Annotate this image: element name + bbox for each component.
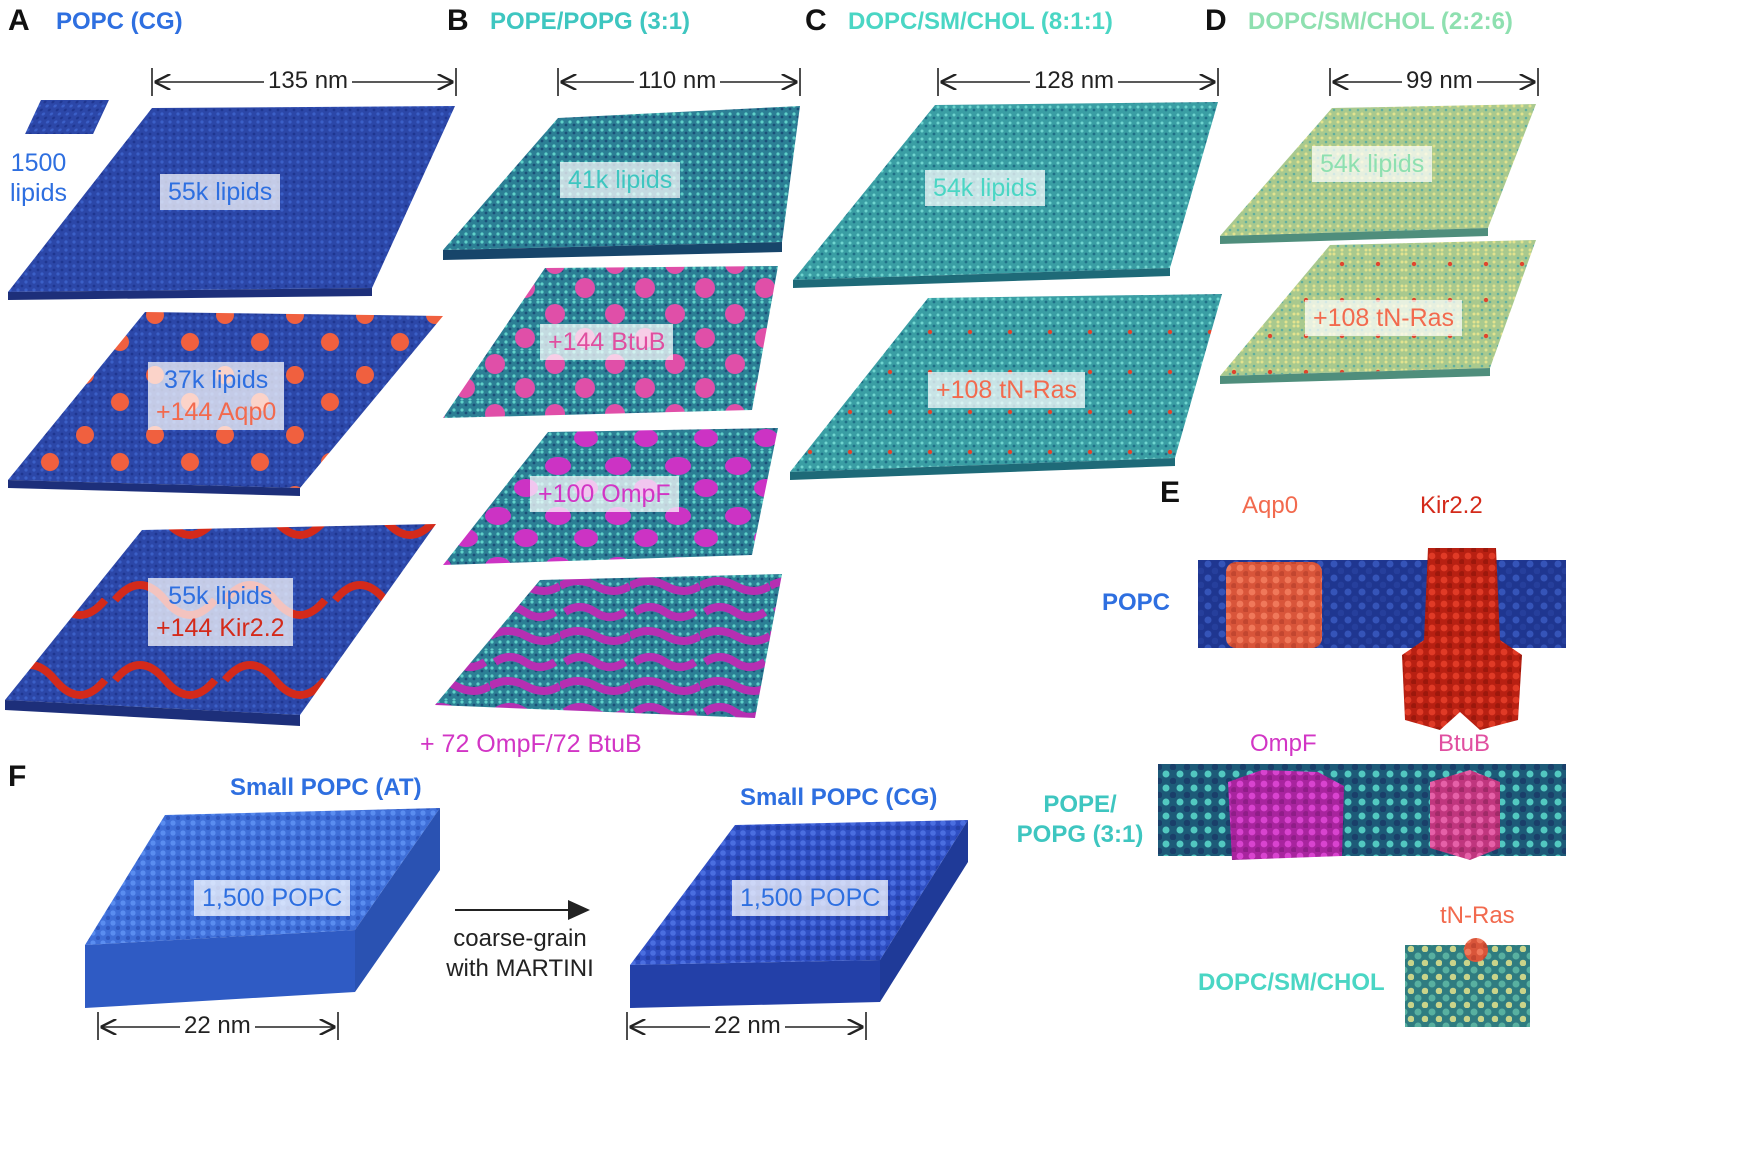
panel-letter-a: A <box>8 4 30 37</box>
kir22-label: Kir2.2 <box>1420 492 1483 519</box>
dopc-row-label: DOPC/SM/CHOL <box>1198 969 1385 996</box>
panel-c-graphics <box>790 102 1222 480</box>
slab-d2-label: +108 tN-Ras <box>1305 300 1463 336</box>
panel-letter-b: B <box>447 4 469 37</box>
panel-letter-f: F <box>8 760 27 793</box>
panel-f-right-title: Small POPC (CG) <box>740 784 938 811</box>
panel-a-title: POPC (CG) <box>56 8 183 35</box>
slab-c1-label: 54k lipids <box>925 170 1046 206</box>
panel-f-left-title: Small POPC (AT) <box>230 774 422 801</box>
ompf-protein <box>1228 770 1344 860</box>
aqp0-protein <box>1226 562 1322 648</box>
dimension-a: 135 nm <box>264 67 353 95</box>
dimension-f-left: 22 nm <box>180 1012 255 1040</box>
pope-popg-strip <box>1158 764 1566 856</box>
dopc-strip <box>1405 945 1530 1027</box>
slab-b4 <box>435 574 782 718</box>
panel-letter-d: D <box>1205 4 1227 37</box>
pope-popg-row-label: POPE/ POPG (3:1) <box>1016 791 1144 848</box>
slab-d1-label: 54k lipids <box>1312 146 1433 182</box>
aqp0-label: Aqp0 <box>1242 492 1299 519</box>
btub-protein <box>1430 770 1500 860</box>
slab-a2-label: 37k lipids +144 Aqp0 <box>148 362 285 430</box>
small-patch-graphic <box>25 100 109 134</box>
btub-label: BtuB <box>1438 730 1491 757</box>
small-patch-label: 1500 lipids <box>10 149 67 207</box>
panel-letter-c: C <box>805 4 827 37</box>
dimension-d: 99 nm <box>1402 67 1477 95</box>
slab-f-right-label: 1,500 POPC <box>732 880 889 916</box>
coarse-grain-label: coarse-grain with MARTINI <box>446 925 594 982</box>
slab-a1-label: 55k lipids <box>160 174 281 210</box>
kir22-protein <box>1402 548 1522 730</box>
slab-b1-label: 41k lipids <box>560 162 681 198</box>
panel-f-graphics <box>85 808 968 1008</box>
slab-f-at-side <box>85 930 355 1008</box>
tnras-label: tN-Ras <box>1440 902 1515 929</box>
panel-c-title: DOPC/SM/CHOL (8:1:1) <box>848 8 1113 35</box>
tnras-protein <box>1464 938 1488 962</box>
dimension-b: 110 nm <box>634 67 721 95</box>
panel-d-title: DOPC/SM/CHOL (2:2:6) <box>1248 8 1513 35</box>
slab-b3-label: +100 OmpF <box>530 476 679 512</box>
panel-b-title: POPE/POPG (3:1) <box>490 8 691 35</box>
dimension-c: 128 nm <box>1030 67 1119 95</box>
ompf-label: OmpF <box>1250 730 1317 757</box>
panel-e-graphics <box>1158 548 1566 1027</box>
popc-row-label: POPC <box>1102 589 1171 616</box>
dimension-f-right: 22 nm <box>710 1012 785 1040</box>
slab-b2-label: +144 BtuB <box>540 324 674 360</box>
slab-a3-label: 55k lipids +144 Kir2.2 <box>148 578 293 646</box>
panel-letter-e: E <box>1160 476 1181 509</box>
slab-f-left-label: 1,500 POPC <box>194 880 351 916</box>
slab-f-at <box>85 808 440 945</box>
slab-b4-label: + 72 OmpF/72 BtuB <box>420 730 642 758</box>
slab-c2-label: +108 tN-Ras <box>928 372 1086 408</box>
